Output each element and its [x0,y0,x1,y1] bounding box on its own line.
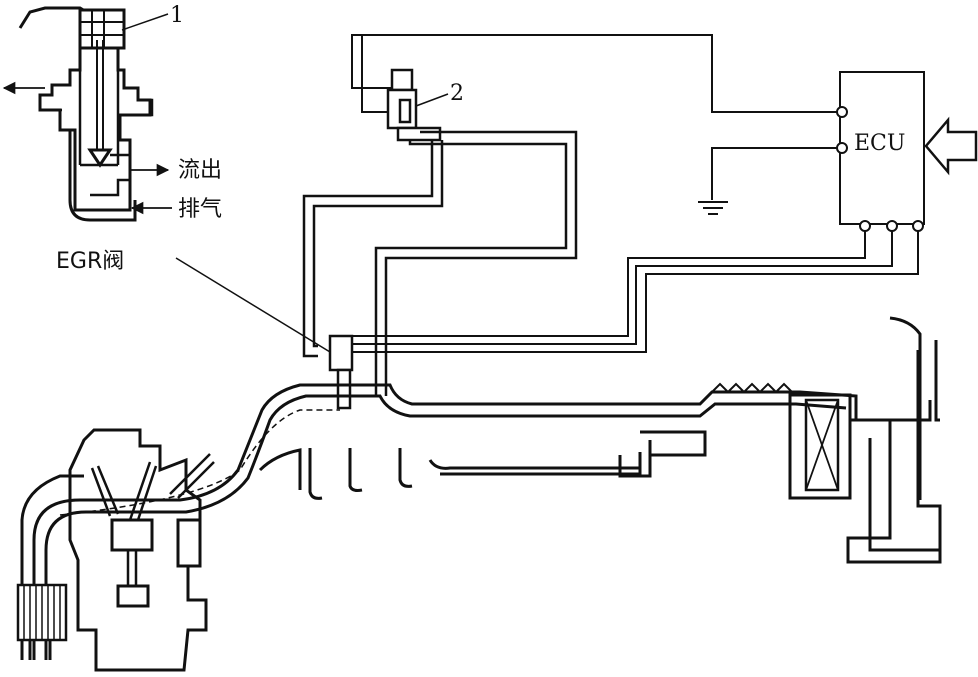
ecu-label: ECU [854,131,905,156]
egr-valve-section [18,6,154,222]
exhaust-valve-stem [90,465,120,517]
callout-2-leader [415,93,449,107]
outflow-label: 流出 [178,158,222,183]
engine-block [68,428,215,672]
callout-1-label: 1 [170,3,184,28]
intake-valve-stem [128,461,158,521]
ecu-input-arrow [924,116,978,176]
exhaust-system [16,474,84,660]
egr-valve-leader [175,257,331,353]
valve-lower-housing [68,130,137,222]
egr-valve-main [328,334,354,410]
valve-stem [96,40,104,150]
ground-wire [711,147,838,200]
injector [169,453,215,499]
vacuum-hoses [302,130,578,396]
intake-system [32,316,942,660]
connecting-rod [126,550,138,588]
valve-outlet-chamber [90,153,132,197]
ecu-terminal-top [836,106,848,118]
valve-upper-body [38,48,152,212]
ground-symbol [698,201,728,215]
crank [116,584,150,608]
ecu-terminal-b3 [912,220,924,232]
egr-sensor-wires [346,231,919,353]
ecu-terminal-b1 [859,220,871,232]
piston [110,518,154,552]
valve-sensor-grid [80,10,124,48]
egr-gas-passage [59,409,340,516]
valve-seat [87,148,113,168]
vacuum-solenoid-valve [386,68,442,142]
solenoid-ground-wire [361,36,388,113]
callout-2-label: 2 [450,81,464,106]
egr-valve-label: EGR阀 [56,249,124,274]
solenoid-ecu-wire [351,34,838,113]
valve-flange [40,98,154,117]
ecu-box: ECU [836,71,925,232]
callout-1-leader [121,13,169,31]
ecu-terminal-ground [836,142,848,154]
ecu-terminal-b2 [886,220,898,232]
exhaust-label: 排气 [178,197,222,222]
sensor-module [176,518,202,568]
